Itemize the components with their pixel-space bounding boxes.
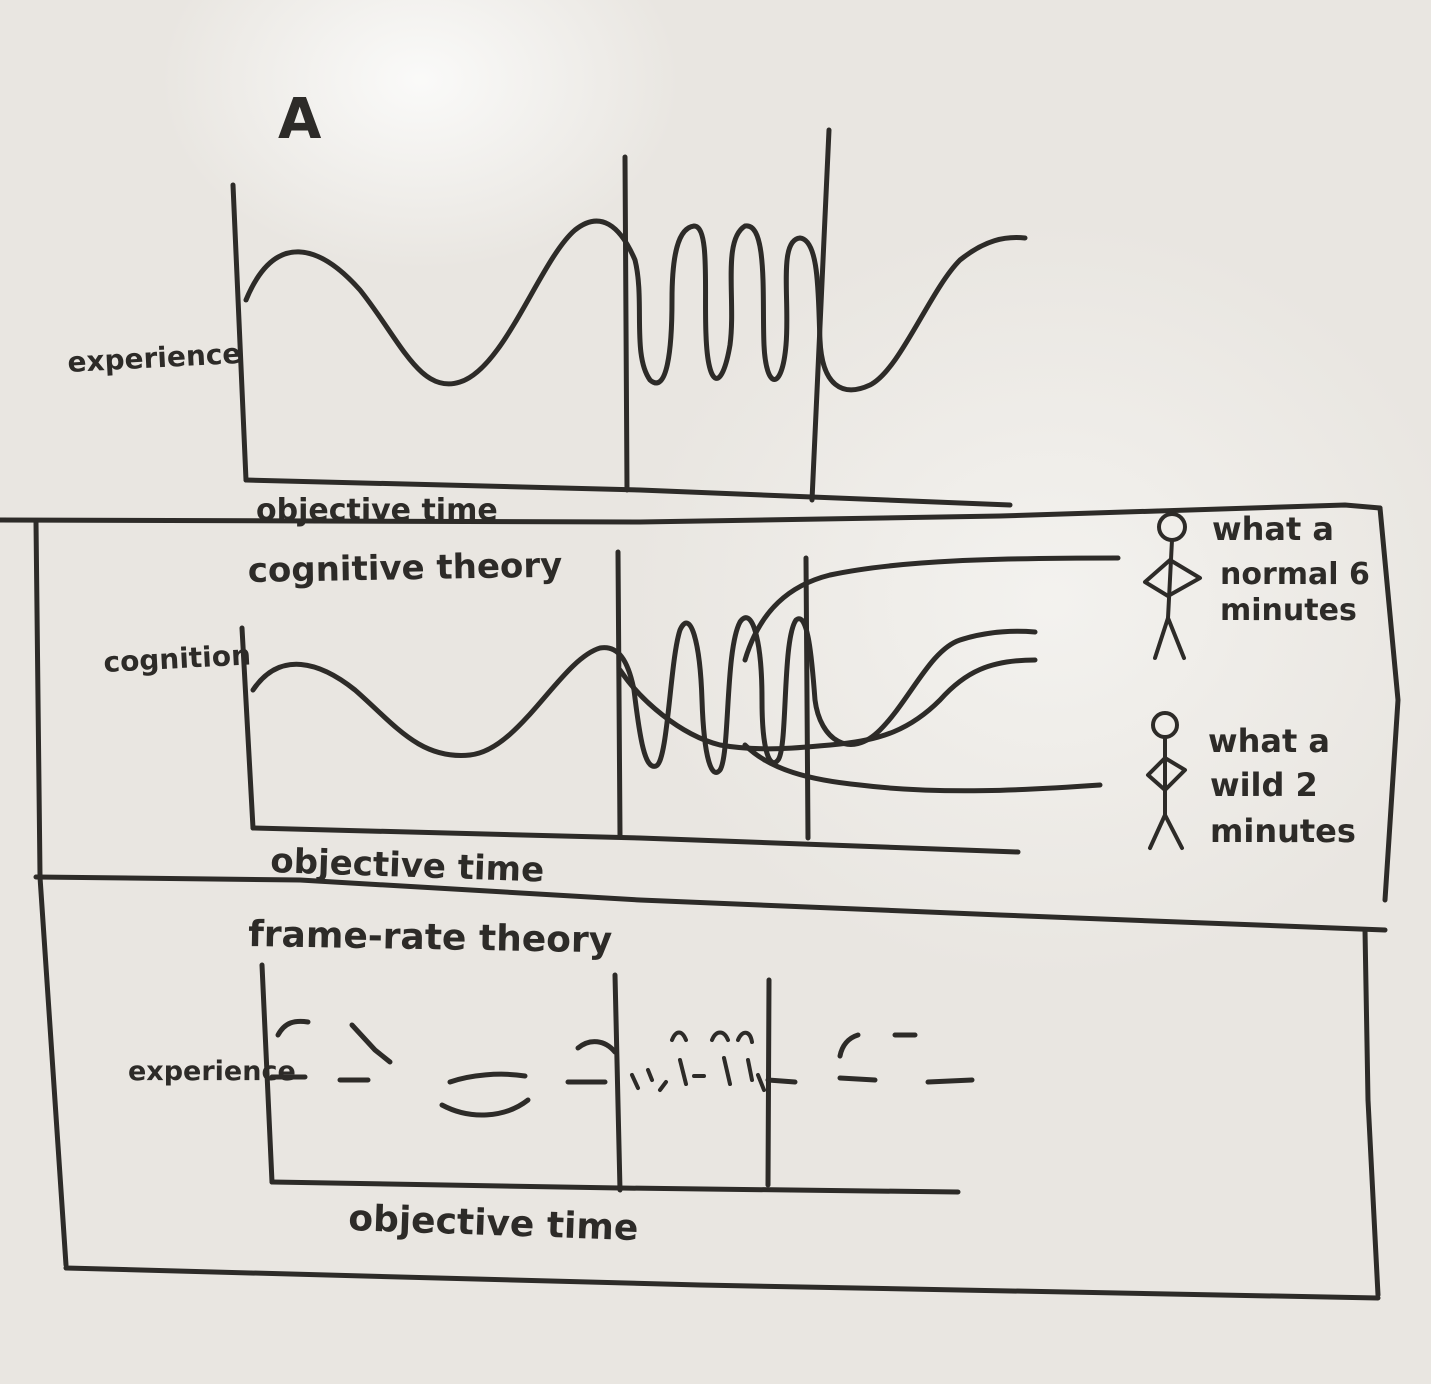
- person-wild-caption-line-3: minutes: [1210, 812, 1356, 850]
- light-glare: [160, 0, 680, 270]
- panel-framerate-y-axis: [259, 962, 275, 1185]
- panel-framerate-title: frame-rate theory: [248, 914, 613, 961]
- person-normal-caption-line-3: minutes: [1220, 593, 1357, 628]
- light-glare-soft: [630, 220, 1431, 980]
- panel-a-y-label: experience: [67, 337, 243, 379]
- panel-framerate-bottom-border: [63, 1265, 1381, 1301]
- frame-3: [447, 1071, 528, 1085]
- panel-framerate-right-border: [1362, 927, 1381, 1298]
- panel-a-y-axis: [230, 182, 249, 483]
- panel-cognitive-divider-1: [615, 549, 623, 838]
- panel-cognitive-x-axis: [250, 825, 1021, 855]
- person-wild-caption-line-1: what a: [1208, 722, 1330, 760]
- panel-cognitive-border: [0, 502, 1401, 933]
- panel-cognitive-stretched-curve: [617, 657, 1038, 752]
- panel-framerate-frames: [269, 1018, 975, 1118]
- panel-framerate-divider-1: [612, 972, 623, 1193]
- frame-7: [837, 1032, 878, 1083]
- panel-cognitive: cognitive theory cognition objective tim…: [103, 510, 1370, 891]
- panel-cognitive-cognition-curve: [250, 615, 1038, 775]
- panel-framerate-border: [37, 874, 1381, 1301]
- person-normal-stick-figure: [1143, 512, 1202, 660]
- frame-1: [269, 1018, 311, 1080]
- frame-5: [565, 1039, 618, 1085]
- panel-framerate-x-label: objective time: [348, 1198, 639, 1249]
- panel-framerate: frame-rate theory experience objective t…: [128, 914, 975, 1249]
- panel-cognitive-x-label: objective time: [270, 841, 545, 891]
- panel-a-experience-curve: [243, 218, 1028, 393]
- frame-2: [337, 1022, 393, 1083]
- panel-cognitive-divider-2: [803, 555, 811, 841]
- panel-cognitive-y-label: cognition: [103, 638, 252, 679]
- panel-cognitive-right-border: [1377, 505, 1401, 903]
- panel-cognitive-y-axis: [239, 625, 256, 831]
- panel-cognitive-title: cognitive theory: [247, 546, 562, 591]
- panel-framerate-x-axis: [269, 1179, 961, 1195]
- person-wild-stick-figure: [1146, 711, 1187, 850]
- person-wild-caption-line-2: wild 2: [1210, 766, 1318, 804]
- panel-a-divider-1: [622, 154, 630, 493]
- frame-burst: [630, 1030, 766, 1092]
- panel-a-letter: A: [278, 87, 322, 152]
- frame-6: [765, 1077, 798, 1085]
- panel-cognitive-top-border: [0, 502, 1383, 525]
- panel-a-x-axis: [243, 477, 1013, 508]
- person-normal-caption-line-1: what a: [1212, 510, 1334, 548]
- panel-cognitive-left-border: [33, 519, 43, 878]
- panel-cognitive-lower-branch: [742, 742, 1103, 794]
- panel-framerate-left-border: [37, 874, 69, 1268]
- person-normal-caption-line-2: normal 6: [1220, 557, 1370, 592]
- panel-cognitive-bottom-border: [33, 874, 1388, 933]
- panel-framerate-y-label: experience: [128, 1056, 296, 1087]
- panel-cognitive-upper-branch: [742, 555, 1121, 663]
- frame-4: [439, 1097, 531, 1118]
- frame-8: [892, 1032, 975, 1085]
